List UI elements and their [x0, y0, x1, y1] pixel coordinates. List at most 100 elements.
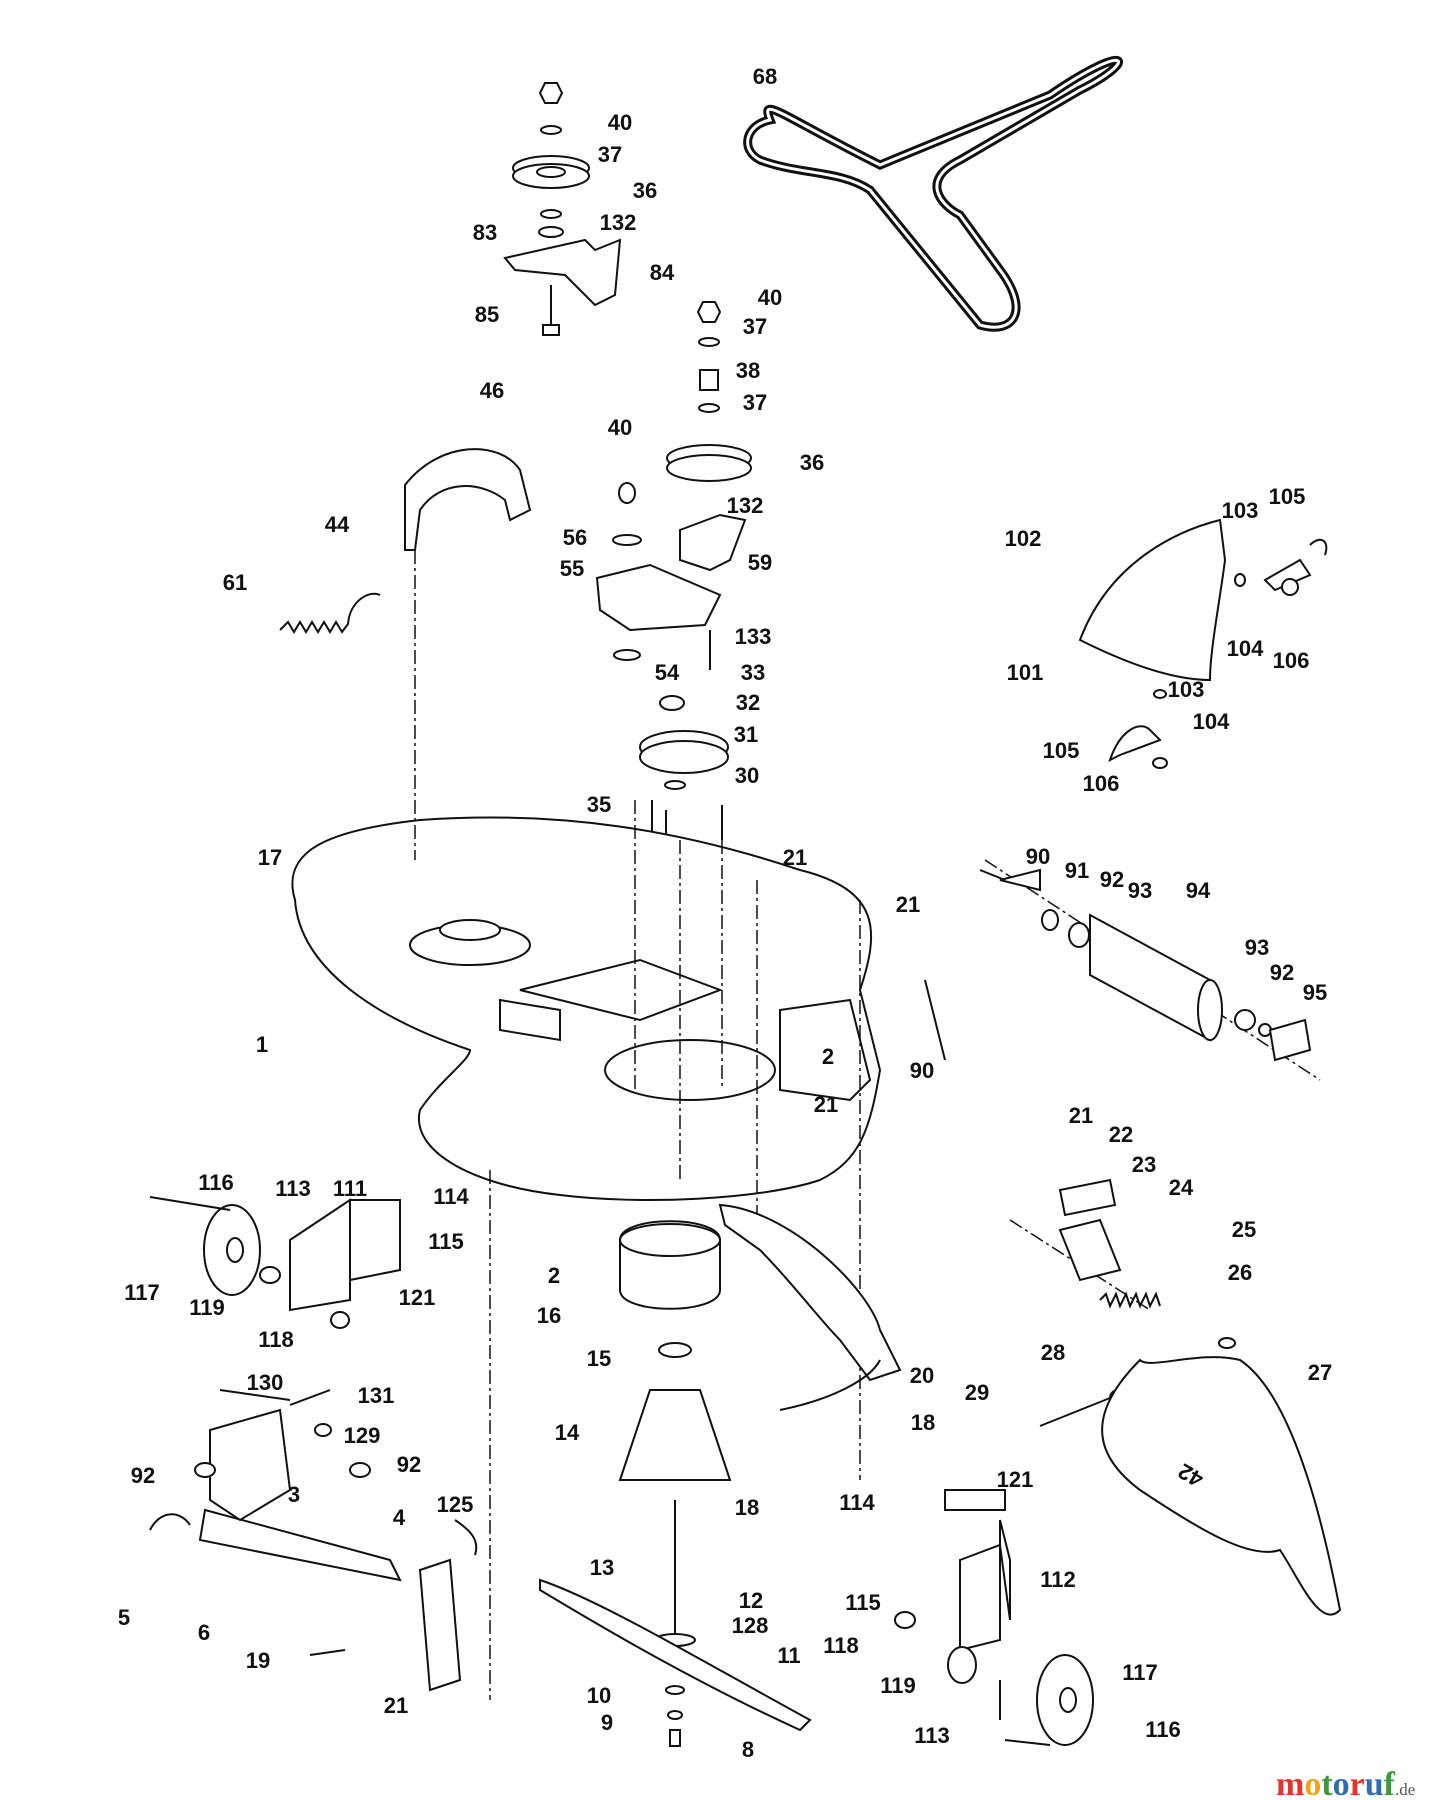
part-number-label: 132: [600, 210, 637, 235]
part-number-label: 103: [1168, 677, 1205, 702]
part-number-label: 113: [914, 1723, 950, 1748]
part-number-label: 93: [1128, 878, 1152, 903]
part-number-label: 118: [258, 1327, 294, 1352]
part-number-label: 59: [748, 550, 772, 575]
part-number-label: 117: [1122, 1660, 1158, 1685]
part-number-label: 101: [1007, 660, 1044, 685]
part-number-label: 55: [560, 556, 584, 581]
part-number-label: 9: [601, 1710, 613, 1735]
part-number-label: 2: [822, 1044, 834, 1069]
part-number-label: 24: [1169, 1175, 1194, 1200]
part-number-label: 116: [198, 1170, 234, 1195]
part-number-label: 68: [753, 64, 777, 89]
part-number-label: 22: [1109, 1122, 1133, 1147]
part-number-label: 13: [590, 1555, 614, 1580]
part-number-label: 11: [777, 1643, 800, 1668]
part-number-label: 90: [910, 1058, 934, 1083]
part-number-label: 28: [1041, 1340, 1065, 1365]
idler-pulley-stack-center: [595, 301, 752, 860]
lift-arm-assembly: [149, 1389, 478, 1692]
part-number-label: 15: [587, 1346, 611, 1371]
part-number-label: 92: [131, 1463, 155, 1488]
part-number-label: 116: [1145, 1717, 1181, 1742]
part-number-label: 6: [198, 1620, 210, 1645]
belt-guard-part-44: [404, 448, 532, 551]
part-number-label: 44: [325, 512, 350, 537]
part-number-label: 132: [727, 493, 764, 518]
part-number-label: 40: [608, 415, 632, 440]
part-number-label: 21: [384, 1693, 408, 1718]
idler-pulley-stack-left: [503, 82, 622, 336]
part-number-label: 121: [399, 1285, 436, 1310]
part-number-label: 5: [118, 1605, 130, 1630]
mower-deck-part-1: [291, 816, 882, 1201]
baffle-part-20: [718, 1203, 902, 1382]
part-number-label: 114: [433, 1184, 469, 1209]
part-number-label: 113: [275, 1176, 311, 1201]
spring-part-61: [279, 592, 381, 634]
part-number-label: 104: [1227, 636, 1264, 661]
part-number-label: 38: [736, 358, 760, 383]
part-number-label: 92: [397, 1452, 421, 1477]
gauge-wheel-assembly-right: [894, 1489, 1094, 1746]
part-number-label: 27: [1308, 1360, 1332, 1385]
chute-mount-assembly: [1039, 1178, 1236, 1427]
part-number-label: 90: [1026, 844, 1050, 869]
part-number-label: 119: [189, 1295, 225, 1320]
part-number-label: 23: [1132, 1152, 1156, 1177]
part-number-label: 95: [1303, 980, 1327, 1005]
part-drawings: [149, 55, 1342, 1747]
part-number-label: 105: [1043, 738, 1080, 763]
part-number-label: 93: [1245, 935, 1269, 960]
part-number-label: 37: [743, 314, 767, 339]
part-number-label: 92: [1270, 960, 1294, 985]
part-number-label: 106: [1083, 771, 1120, 796]
part-number-label: 35: [587, 792, 611, 817]
part-number-label: 21: [1069, 1103, 1093, 1128]
part-number-label: 4: [393, 1505, 406, 1530]
part-number-label: 3: [288, 1482, 300, 1507]
gauge-wheel-assembly-left: [149, 1196, 401, 1329]
part-number-label: 92: [1100, 867, 1124, 892]
part-number-label: 25: [1232, 1217, 1256, 1242]
part-number-label: 17: [258, 845, 282, 870]
part-number-label: 85: [475, 302, 499, 327]
part-number-label: 83: [473, 220, 497, 245]
part-number-label: 61: [223, 570, 247, 595]
part-number-label: 125: [437, 1492, 474, 1517]
part-number-label: 121: [997, 1467, 1034, 1492]
watermark-motoruf-logo: motoruf.de: [1276, 1766, 1415, 1800]
part-number-label: 19: [246, 1648, 270, 1673]
part-number-label: 114: [839, 1490, 875, 1515]
discharge-deflector-assembly: [1078, 518, 1328, 769]
part-number-label: 14: [555, 1420, 580, 1445]
deck-roller-assembly: [924, 868, 1312, 1062]
part-number-label: 119: [880, 1673, 916, 1698]
part-number-label: 112: [1040, 1567, 1076, 1592]
part-number-label: 30: [735, 763, 759, 788]
part-number-label: 21: [896, 892, 920, 917]
part-number-label: 46: [480, 378, 504, 403]
part-number-label: 21: [783, 845, 807, 870]
part-number-label: 26: [1228, 1260, 1252, 1285]
part-number-label: 16: [537, 1303, 561, 1328]
part-number-label: 102: [1005, 526, 1042, 551]
part-number-label: 2: [548, 1263, 560, 1288]
part-number-label: 36: [800, 450, 824, 475]
part-number-label: 94: [1186, 878, 1211, 903]
part-number-label: 33: [741, 660, 765, 685]
part-number-label: 128: [732, 1613, 769, 1638]
part-number-label: 1: [256, 1032, 268, 1057]
discharge-chute-part-27: [1101, 1356, 1342, 1616]
part-number-label: 36: [633, 178, 657, 203]
part-number-label: 18: [735, 1495, 759, 1520]
part-number-label: 37: [598, 142, 622, 167]
part-number-label: 115: [428, 1229, 464, 1254]
part-number-label: 105: [1269, 484, 1306, 509]
part-number-label: 37: [743, 390, 767, 415]
part-number-label: 40: [758, 285, 782, 310]
part-number-label: 111: [333, 1176, 367, 1201]
part-number-label: 40: [608, 110, 632, 135]
